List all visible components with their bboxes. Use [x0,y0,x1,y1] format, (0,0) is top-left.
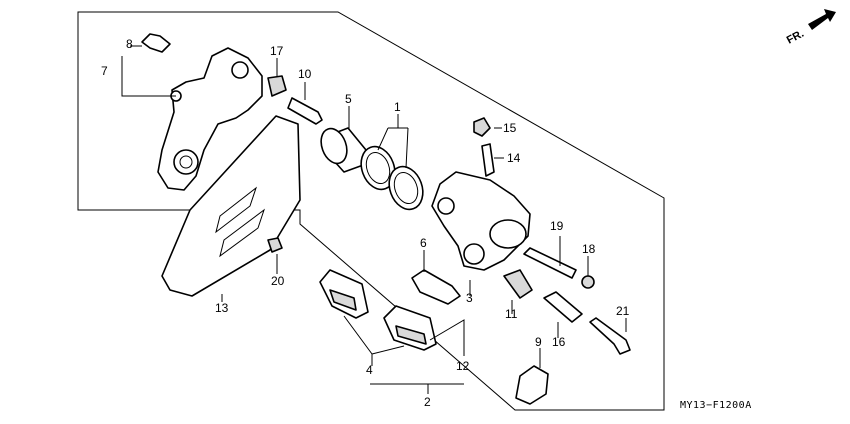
callout-18: 18 [582,242,596,256]
part-10-pin-bolt [287,97,323,125]
callout-21: 21 [616,304,630,318]
part-20-bolt [267,237,283,253]
part-17-pin-boot [267,75,287,97]
callout-11: 11 [505,307,518,321]
part-19-slide-pin [523,247,577,279]
front-direction-arrow-icon: FR. [785,9,836,47]
callout-15: 15 [503,121,517,135]
callout-3: 3 [466,291,473,305]
callout-12: 12 [456,359,470,373]
callout-10: 10 [298,67,312,81]
callout-1: 1 [394,100,401,114]
callout-5: 5 [345,92,352,106]
part-5-piston [320,127,367,173]
part-7-caliper-bracket [157,47,263,191]
part-13-brake-guard [161,115,301,297]
assembly-frame [77,11,665,411]
leader-lines [121,45,627,394]
part-1-piston-seals [360,145,424,211]
callout-14: 14 [507,151,521,165]
part-4-brake-pads [319,269,437,351]
callout-19: 19 [550,219,564,233]
callout-20: 20 [271,274,285,288]
part-18-nut [581,275,595,289]
part-9-clip [515,365,549,405]
callout-4: 4 [366,363,373,377]
callout-6: 6 [420,236,427,250]
part-11-pin-boot [503,269,533,299]
callout-17: 17 [270,44,284,58]
callout-13: 13 [215,301,229,315]
part-16-sleeve [543,291,583,323]
callout-2: 2 [424,395,431,409]
front-direction-label: FR. [785,28,806,47]
part-6-pad-spring [411,269,461,305]
part-15-bleeder-cap [473,117,491,137]
part-21-bolt [589,317,631,355]
callout-16: 16 [552,335,566,349]
callout-labels: 8 7 17 10 5 1 15 14 6 19 18 20 3 13 11 2… [101,37,630,409]
part-3-caliper-body [431,171,531,271]
callout-8: 8 [126,37,133,51]
diagram-code: MY13−F1200A [680,400,752,411]
callout-9: 9 [535,335,542,349]
part-14-bleeder-screw [481,143,495,177]
part-8-clip [141,33,171,53]
callout-7: 7 [101,64,108,78]
